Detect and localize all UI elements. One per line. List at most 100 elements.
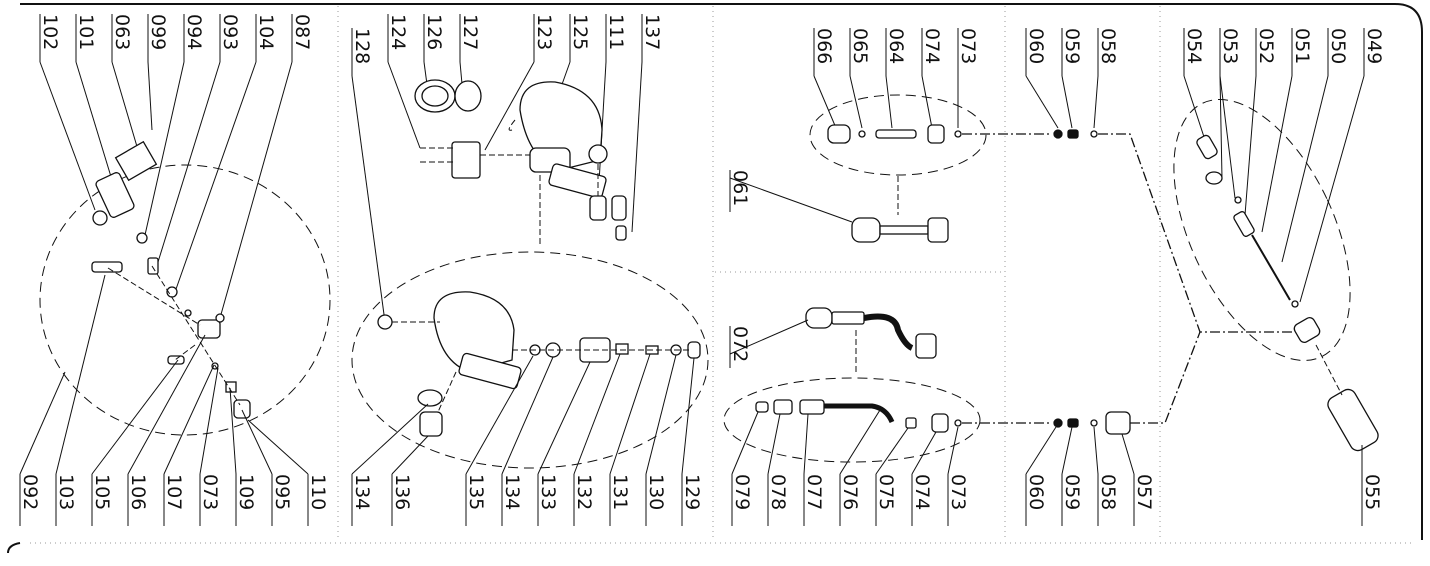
part-housing-lower (433, 291, 515, 373)
part-label: 107 (163, 474, 185, 510)
panel-1-leaders-bottom (19, 274, 309, 526)
part-tip (615, 225, 627, 241)
part-fitting (91, 261, 123, 273)
panel-1-valve-assembly: 102 101 063 099 094 093 104 087 (19, 14, 331, 526)
panel-3-connect-lines (962, 133, 1050, 424)
part-label: 125 (569, 14, 591, 50)
part-072-end-b (915, 333, 937, 359)
part-060 (1053, 129, 1063, 139)
panel-5-bottom-labels: 055 (1361, 474, 1383, 510)
part-066 (827, 124, 851, 144)
part-label: 058 (1097, 28, 1119, 64)
panel-3-hose-072 (805, 307, 937, 359)
panel-5-valve-stem: 054 053 052 051 050 049 (1173, 28, 1385, 526)
part-label: 101 (75, 14, 97, 50)
part-058 (1090, 130, 1098, 138)
part-064 (875, 129, 917, 139)
part-079 (755, 401, 769, 413)
part-053b (1234, 196, 1242, 204)
part-057 (1105, 411, 1131, 435)
part-handle-block (451, 141, 481, 179)
panel-5-group-ellipse (1173, 99, 1351, 361)
part-filter-127 (454, 80, 482, 112)
part-label: 136 (391, 474, 413, 510)
part-052 (1233, 211, 1255, 237)
part-ring-126-inner (421, 85, 449, 107)
part-075 (905, 417, 917, 429)
panel-4-connectors: 060 059 058 060 059 058 057 (1025, 28, 1300, 526)
panel-3-upper-ellipse (809, 94, 987, 176)
panel-4-upper-parts (1053, 129, 1098, 139)
panel-3-hose-assemblies: 066 065 064 074 073 061 (723, 28, 1050, 526)
part-061-end-a (851, 217, 881, 243)
part-label: 110 (307, 474, 329, 510)
part-label: 106 (127, 474, 149, 510)
panel-1-bottom-labels: 092 103 105 106 107 073 109 095 110 (19, 474, 329, 510)
part-label: 054 (1183, 28, 1205, 64)
part-label: 079 (731, 474, 753, 510)
part-073 (954, 130, 962, 138)
part-061-hose (879, 225, 929, 235)
part-label: 074 (911, 474, 933, 510)
panel-1-leaders-top (39, 61, 293, 319)
part-label: 103 (55, 474, 77, 510)
panel-3-leader-072 (729, 319, 809, 368)
part-059b (1067, 418, 1079, 428)
part-base (548, 163, 607, 199)
part-valve-seat (1293, 317, 1321, 343)
part-valve-body (95, 172, 135, 218)
part-label: 132 (573, 474, 595, 510)
panel-5-top-labels: 054 053 052 051 050 049 (1183, 28, 1385, 64)
panel-4-bottom-leaders (1025, 426, 1135, 526)
part-port (588, 144, 608, 164)
part-ring (184, 309, 192, 317)
part-label: 063 (111, 14, 133, 50)
panel-4-lower-parts (1053, 411, 1131, 435)
panel-1-parts-dashes (107, 265, 241, 406)
part-label: 049 (1363, 28, 1385, 64)
part-nut (233, 399, 251, 419)
panel-separators (337, 6, 1161, 540)
panel-3-leaders-bottom (731, 409, 959, 526)
part-spring (225, 381, 237, 393)
panel-5-dashes (1315, 344, 1343, 396)
panel-2-leaders-bottom (351, 353, 695, 526)
part-136 (419, 411, 443, 437)
part-061-end-b (927, 217, 949, 243)
panel-2-upper-dashes (420, 119, 599, 245)
panel-3-lower-ellipse (723, 377, 981, 463)
part-049 (1291, 300, 1299, 308)
part-screw (167, 355, 185, 365)
part-label: 073 (957, 28, 979, 64)
part-label: 105 (91, 474, 113, 510)
panel-3-top-labels: 066 065 064 074 073 (813, 28, 979, 64)
part-076 (824, 403, 895, 424)
panel-3-leader-061 (729, 170, 853, 223)
frame-border (20, 3, 1423, 540)
part-nipple (147, 257, 159, 275)
part-label: 051 (1291, 28, 1313, 64)
part-label: 109 (235, 474, 257, 510)
part-050-rod (1251, 234, 1291, 301)
panel-1-group-ellipse (39, 164, 331, 436)
panel-2-group-ellipse (351, 251, 709, 469)
part-label: 137 (641, 14, 663, 50)
part-074b (931, 413, 949, 433)
part-label: 060 (1025, 28, 1047, 64)
part-label: 092 (19, 474, 41, 510)
part-solenoid (114, 140, 158, 182)
part-label: 059 (1061, 28, 1083, 64)
part-label: 093 (219, 14, 241, 50)
part-label: 124 (387, 14, 409, 50)
part-knob (92, 210, 108, 226)
part-074 (927, 124, 945, 144)
part-072-hose (863, 313, 914, 351)
panel-2-upper-parts (414, 79, 627, 241)
panel-1-top-underlines (39, 14, 293, 62)
part-129 (687, 341, 701, 359)
part-label: 111 (605, 14, 627, 50)
part-base-lower (458, 352, 522, 390)
part-label: 134 (501, 474, 523, 510)
